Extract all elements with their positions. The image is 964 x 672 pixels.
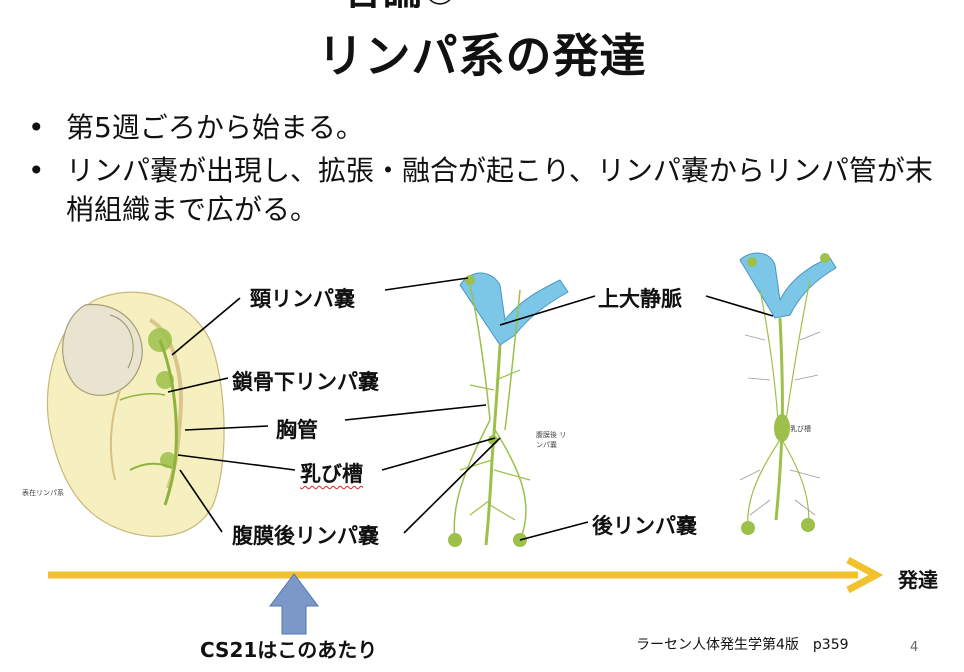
- label-neck-lymph-sac: 頸リンパ嚢: [250, 287, 355, 311]
- development-arrow: [48, 556, 884, 594]
- source-citation: ラーセン人体発生学第4版 p359: [636, 637, 849, 653]
- bullet-dot-icon: •: [28, 154, 45, 187]
- title-partial: 各論③: [300, 0, 500, 8]
- right-lymph-figure: [739, 252, 837, 535]
- mid-tiny-label: 腹膜後 リンパ嚢: [536, 431, 567, 449]
- label-cisterna-chyli: 乳び槽: [300, 462, 363, 486]
- cs21-label: CS21はこのあたり: [200, 638, 378, 662]
- embryo-left-tiny-label: 表在リンパ系: [22, 489, 64, 497]
- bullet-list: •第5週ごろから始まる。 •リンパ嚢が出現し、拡張・融合が起こり、リンパ嚢からリ…: [28, 108, 938, 233]
- page-number: 4: [910, 640, 919, 655]
- cs21-pointer-arrow: [269, 573, 319, 635]
- bullet-item: •第5週ごろから始まる。: [28, 108, 938, 147]
- embryo-illustration: [46, 291, 225, 537]
- development-axis-label: 発達: [898, 568, 938, 592]
- right-tiny-label: 乳び槽: [790, 425, 811, 433]
- label-superior-vena-cava: 上大静脈: [598, 287, 682, 311]
- label-pointer-lines: [167, 277, 774, 541]
- label-thoracic-duct: 胸管: [276, 418, 318, 442]
- label-retroperitoneal-lymph-sac: 腹膜後リンパ嚢: [232, 524, 379, 548]
- bullet-dot-icon: •: [28, 111, 45, 144]
- middle-lymph-figure: [448, 272, 569, 547]
- bullet-item: •リンパ嚢が出現し、拡張・融合が起こり、リンパ嚢からリンパ管が末梢組織まで広がる…: [28, 151, 938, 229]
- label-posterior-lymph-sac: 後リンパ嚢: [592, 514, 697, 538]
- page-title: リンパ系の発達: [317, 29, 647, 83]
- label-subclavian-lymph-sac: 鎖骨下リンパ嚢: [232, 370, 379, 394]
